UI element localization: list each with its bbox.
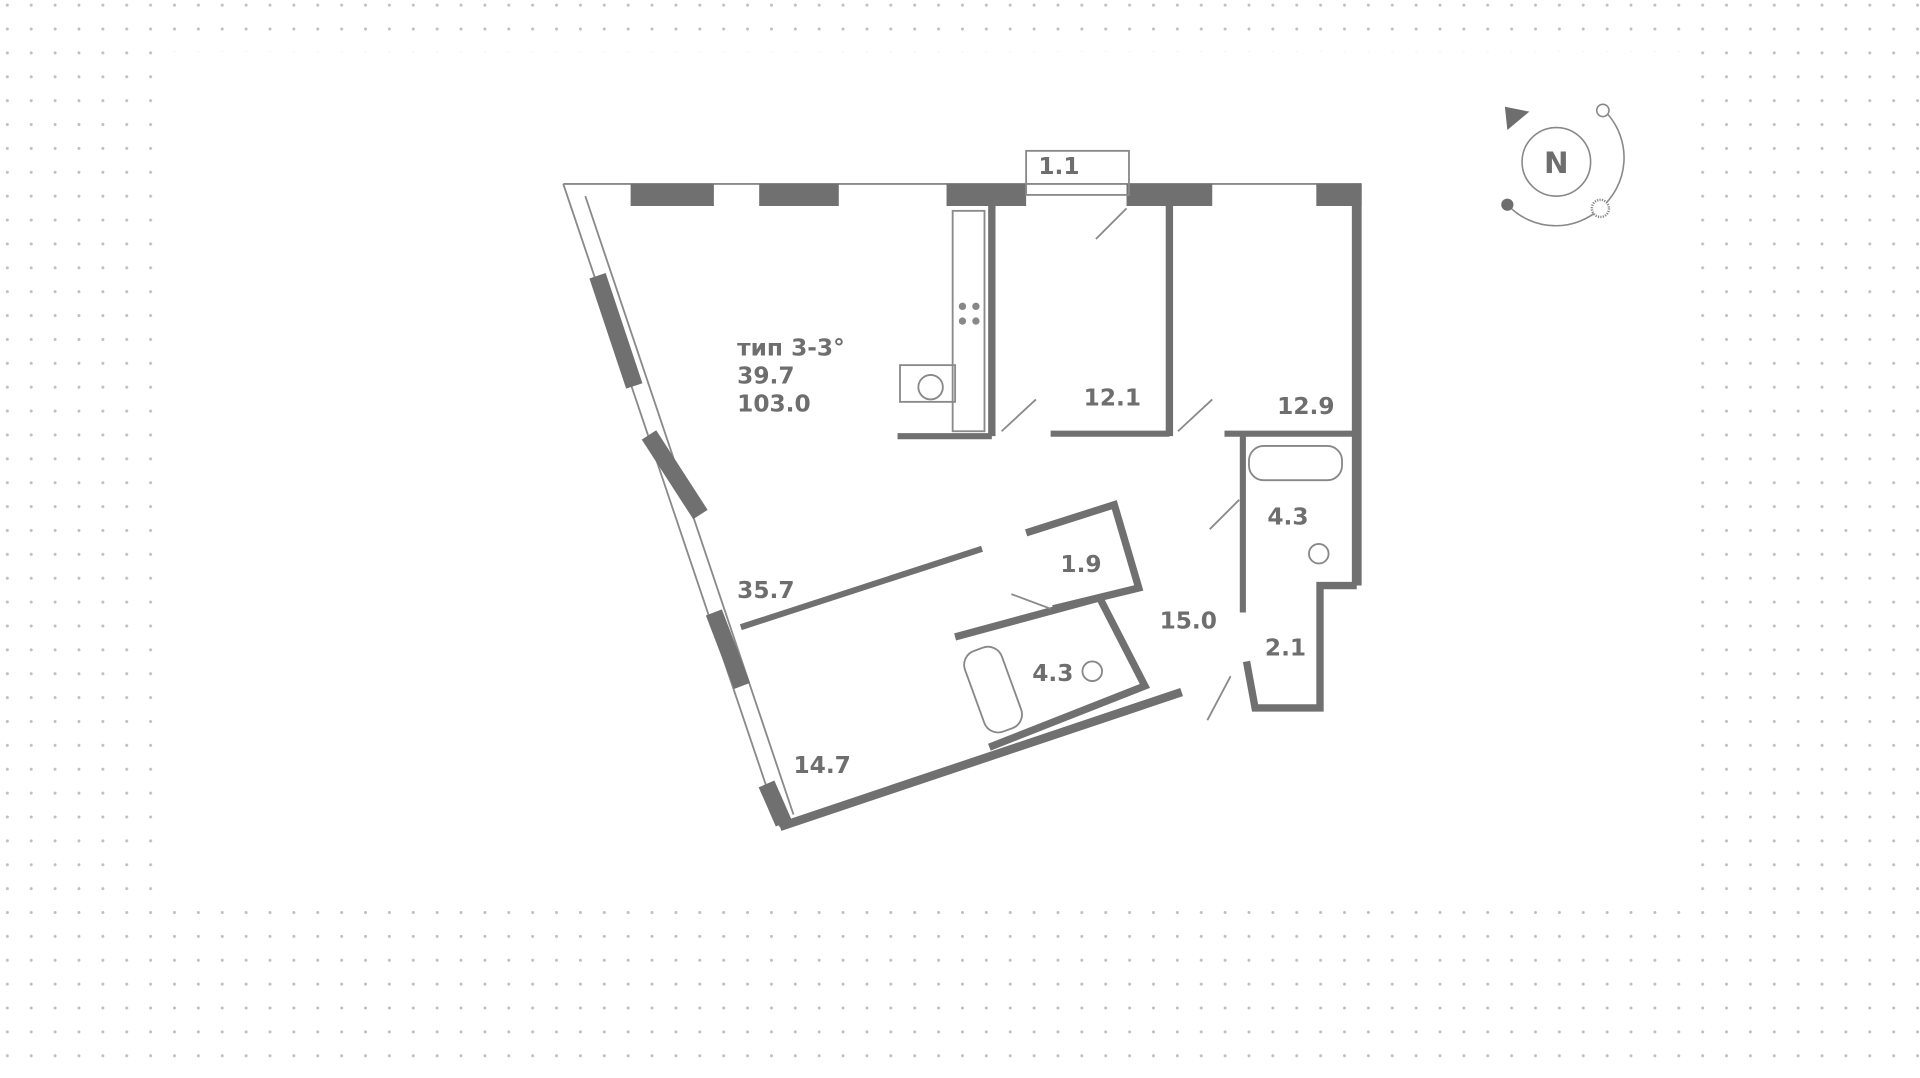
room-area-bedroom-3: 14.7 [793, 752, 850, 779]
room-area-bedroom-1: 12.1 [1084, 385, 1141, 412]
apartment-plan [562, 149, 1362, 831]
room-area-bedroom-2: 12.9 [1277, 393, 1334, 420]
living-area: 39.7 [737, 362, 794, 389]
outer-wall-bottom [778, 687, 1183, 831]
balcony [1025, 149, 1130, 196]
toilet-icon-2 [1081, 660, 1103, 682]
sun-sunrise-icon [1595, 103, 1610, 118]
sun-icon [1590, 198, 1611, 219]
room-area-hall: 15.0 [1160, 607, 1217, 634]
compass-arrow-icon [1504, 106, 1530, 131]
compass-ring [1521, 126, 1592, 197]
room-area-balcony: 1.1 [1038, 153, 1079, 180]
room-area-bathroom-1: 4.3 [1267, 503, 1308, 530]
compass-north-label: N [1544, 146, 1569, 180]
room-area-closet: 1.9 [1060, 551, 1101, 578]
total-area: 103.0 [737, 391, 811, 418]
window-wall-segment [589, 273, 643, 389]
kitchen-counter [951, 209, 986, 433]
plan-area [153, 51, 1696, 895]
bathtub-icon [1248, 445, 1343, 482]
sink-icon [917, 374, 944, 401]
room-area-bathroom-2: 4.3 [1032, 660, 1073, 687]
room-area-living-kitchen: 35.7 [737, 577, 794, 604]
room-labels: тип 3-3° 39.7 103.0 1.1 12.1 12.9 4.3 1.… [737, 153, 1334, 779]
compass: N [1501, 103, 1625, 227]
toilet-icon [1308, 542, 1330, 565]
apartment-type: тип 3-3° [737, 334, 845, 361]
sunset-dot-icon [1501, 198, 1514, 211]
room-area-storage: 2.1 [1265, 634, 1306, 661]
stove-icon [958, 302, 967, 311]
bathtub-icon-2 [963, 645, 1023, 734]
